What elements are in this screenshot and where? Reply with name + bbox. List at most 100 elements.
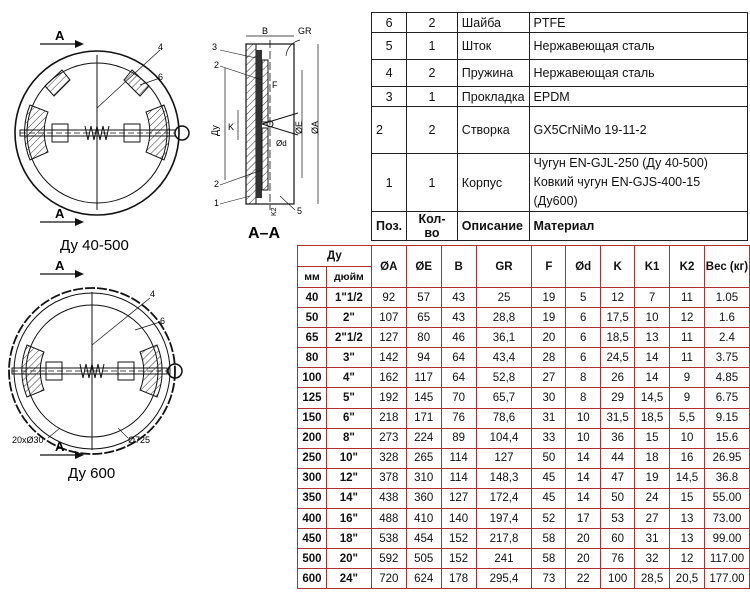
cell-value: 28,5 [634, 568, 671, 590]
cell-value: 10 [565, 407, 602, 429]
cell-value: 6 [565, 307, 602, 329]
cell-value: 114 [440, 467, 477, 489]
cell-value: 14 [565, 487, 602, 510]
cell-value: 224 [405, 427, 442, 449]
parts-header-qty: Кол-во [406, 211, 458, 241]
cell-value: 89 [440, 427, 477, 449]
part-material: Нержавеющая сталь [528, 59, 749, 87]
parts-header-pos: Поз. [370, 211, 408, 241]
header-k: K [600, 245, 636, 288]
cell-value: 624 [405, 568, 442, 590]
cell-du-inch: 24" [325, 568, 372, 590]
dim-b: B [262, 26, 268, 36]
cell-du-mm: 400 [297, 508, 327, 530]
part-material-line: Ковкий чугун EN-GJS-400-15 (Ду600) [533, 175, 701, 208]
cell-value: 9 [669, 387, 705, 409]
callout-4-bottom: 4 [150, 289, 155, 299]
header-inch: дюйм [325, 266, 372, 288]
cell-value: 152 [440, 548, 477, 570]
cell-value: 13 [669, 528, 705, 550]
cell-value: 28,8 [475, 307, 533, 329]
part-qty: 2 [406, 12, 458, 33]
part-desc: Прокладка [456, 86, 530, 107]
part-desc: Створка [456, 106, 530, 154]
cell-value: 6 [565, 347, 602, 369]
cell-value: 26.95 [703, 447, 750, 469]
cell-value: 241 [475, 548, 533, 570]
cell-du-mm: 600 [297, 568, 327, 590]
cell-value: 58 [531, 548, 567, 570]
cell-value: 378 [370, 467, 407, 489]
cell-value: 17,5 [600, 307, 636, 329]
callout-2a: 2 [214, 60, 219, 70]
callout-5: 5 [297, 206, 302, 216]
cell-value: 12 [600, 286, 636, 309]
cell-value: 127 [370, 327, 407, 349]
cell-value: 58 [531, 528, 567, 550]
cell-du-mm: 150 [297, 407, 327, 429]
callout-2b: 2 [214, 179, 219, 189]
cell-value: 152 [440, 528, 477, 550]
part-material: Нержавеющая сталь [528, 32, 749, 60]
cell-value: 43 [440, 286, 477, 309]
cell-value: 55.00 [703, 487, 750, 510]
dim-du: Ду [210, 125, 220, 136]
cell-value: 25 [475, 286, 533, 309]
cell-value: 14,5 [634, 387, 671, 409]
dim-od: Ød [276, 139, 287, 148]
section-title: A–A [248, 225, 280, 242]
header-weight: Вес (кг) [703, 245, 750, 288]
header-k1: K1 [634, 245, 671, 288]
section-label-a-bottom: A [55, 206, 65, 221]
header-oa: ØA [370, 245, 407, 288]
cell-value: 19 [634, 467, 671, 489]
cell-value: 26 [600, 367, 636, 389]
cell-du-inch: 4" [325, 367, 372, 389]
part-desc: Шток [456, 32, 530, 60]
cell-value: 43,4 [475, 347, 533, 369]
cell-value: 438 [370, 487, 407, 510]
cell-value: 29 [600, 387, 636, 409]
part-material: GX5CrNiMo 19-11-2 [528, 106, 749, 154]
cell-du-mm: 80 [297, 347, 327, 369]
pcd-label: Ø725 [128, 435, 150, 445]
cell-value: 92 [370, 286, 407, 309]
cell-value: 57 [405, 286, 442, 309]
cell-value: 52 [531, 508, 567, 530]
cell-value: 47 [600, 467, 636, 489]
cell-value: 46 [440, 327, 477, 349]
callout-3: 3 [212, 42, 217, 52]
cell-value: 45 [531, 487, 567, 510]
cell-value: 592 [370, 548, 407, 570]
cell-value: 36,1 [475, 327, 533, 349]
header-oe: ØE [405, 245, 442, 288]
cell-du-inch: 2" [325, 307, 372, 329]
cell-value: 70 [440, 387, 477, 409]
cell-value: 145 [405, 387, 442, 409]
cell-value: 1.6 [703, 307, 750, 329]
cell-value: 14 [565, 447, 602, 469]
part-qty: 1 [406, 32, 458, 60]
section-label-a-top: A [55, 28, 65, 43]
cell-du-inch: 6" [325, 407, 372, 429]
cell-value: 9 [669, 367, 705, 389]
cell-value: 720 [370, 568, 407, 590]
cell-du-inch: 12" [325, 467, 372, 489]
cell-value: 15.6 [703, 427, 750, 449]
cell-value: 100 [600, 568, 636, 590]
cell-du-inch: 14" [325, 487, 372, 510]
cell-value: 148,3 [475, 467, 533, 489]
caption-du-40-500: Ду 40-500 [60, 237, 129, 254]
cell-value: 14 [634, 347, 671, 369]
cell-value: 50 [531, 447, 567, 469]
cell-du-mm: 50 [297, 307, 327, 329]
cell-du-mm: 450 [297, 528, 327, 550]
cell-value: 12 [669, 307, 705, 329]
